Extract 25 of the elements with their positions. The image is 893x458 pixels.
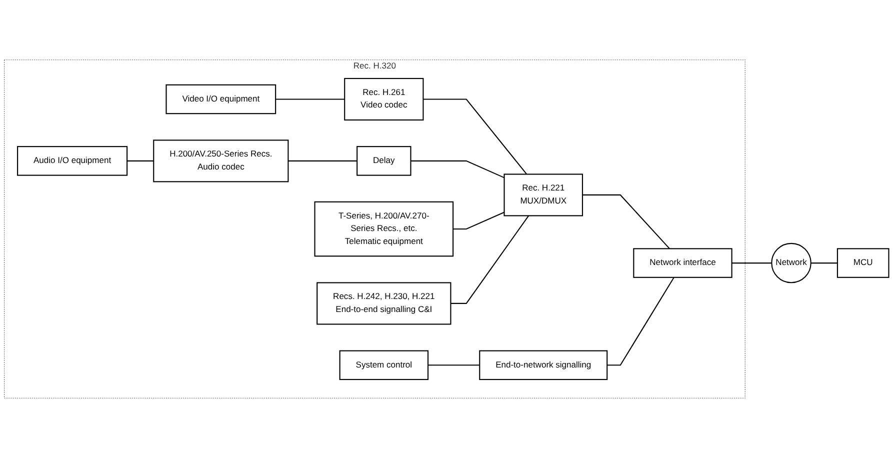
node-box: Delay	[356, 146, 412, 176]
node-circle: Network	[771, 242, 812, 284]
node-box: Network interface	[633, 248, 732, 278]
node-box: Video I/O equipment	[166, 84, 276, 114]
connector	[607, 277, 674, 366]
node-box: End-to-network signalling	[479, 350, 608, 380]
node-box: T-Series, H.200/AV.270-Series Recs., etc. Telematic equipment	[314, 201, 454, 257]
connector	[810, 262, 838, 264]
connector	[276, 98, 345, 100]
connector	[428, 364, 480, 366]
connector	[450, 215, 530, 304]
connector	[410, 160, 504, 178]
connector	[288, 160, 358, 162]
connector	[423, 98, 528, 175]
node-box: H.200/AV.250-Series Recs. Audio codec	[153, 140, 289, 182]
node-box: Recs. H.242, H.230, H.221 End-to-end signalling C&I	[316, 282, 452, 325]
connector	[127, 160, 154, 162]
node-box: System control	[339, 350, 429, 380]
node-box: MCU	[836, 248, 890, 278]
node-box: Rec. H.221 MUX/DMUX	[504, 174, 583, 216]
connector	[732, 262, 772, 264]
node-box: Rec. H.261 Video codec	[344, 78, 424, 121]
connector	[582, 194, 670, 250]
connector	[453, 212, 504, 230]
node-box: Audio I/O equipment	[17, 146, 128, 176]
